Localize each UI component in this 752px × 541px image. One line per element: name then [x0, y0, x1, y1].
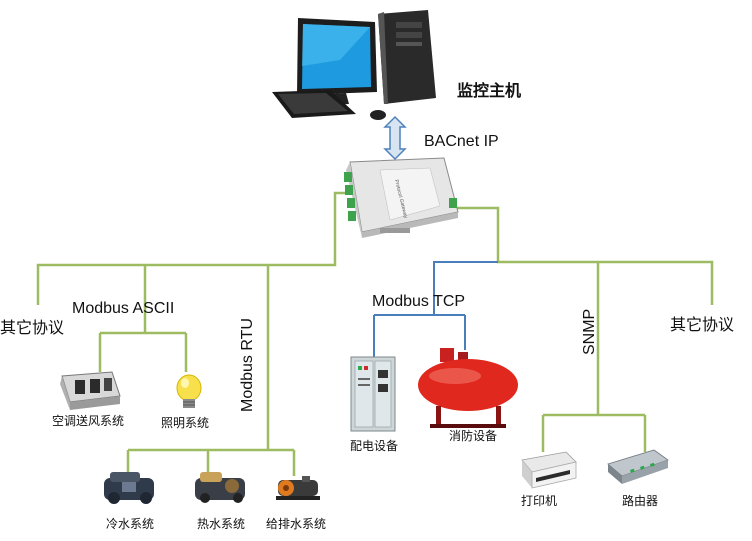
- left-trunk-line: [36, 191, 351, 305]
- chiller-icon: [104, 472, 154, 504]
- tcp-line: [373, 261, 498, 358]
- ahu-label: 空调送风系统: [52, 413, 124, 428]
- left-other-protocol-label: 其它协议: [0, 318, 64, 337]
- water-heater-icon: [195, 472, 245, 503]
- router-icon: [607, 449, 669, 484]
- power-cabinet-label: 配电设备: [350, 439, 398, 453]
- host-label: 监控主机: [457, 81, 521, 100]
- light-bulb-icon: [176, 374, 202, 408]
- snmp-label: SNMP: [581, 309, 598, 355]
- connection-lines: [36, 191, 714, 476]
- bidirectional-arrow-icon: [383, 115, 407, 161]
- bacnet-ip-label: BACnet IP: [424, 133, 499, 150]
- modbus-rtu-label: Modbus RTU: [239, 318, 256, 412]
- printer-icon: [521, 451, 577, 489]
- fire-tank-label: 消防设备: [449, 428, 497, 443]
- chiller-label: 冷水系统: [106, 517, 154, 531]
- water-pump-label: 给排水系统: [266, 517, 326, 531]
- power-cabinet-icon: [350, 356, 396, 432]
- right-trunk-line: [452, 206, 714, 305]
- water-pump-icon: [276, 476, 320, 500]
- modbus-tcp-label: Modbus TCP: [372, 293, 465, 310]
- right-other-protocol-label: 其它协议: [670, 315, 734, 334]
- modbus-ascii-label: Modbus ASCII: [72, 300, 174, 317]
- printer-label: 打印机: [521, 494, 557, 508]
- desktop-computer-icon: [272, 10, 436, 120]
- router-label: 路由器: [622, 493, 658, 508]
- ascii-drop-line: [98, 265, 188, 372]
- air-handling-unit-icon: [60, 371, 121, 410]
- protocol-gateway-icon: Protocol Gateway: [344, 157, 459, 238]
- rtu-drop-line: [126, 265, 296, 476]
- water-heater-label: 热水系统: [197, 517, 245, 531]
- lighting-label: 照明系统: [161, 416, 209, 430]
- snmp-drop-line: [541, 262, 647, 452]
- fire-tank-icon: [418, 348, 518, 428]
